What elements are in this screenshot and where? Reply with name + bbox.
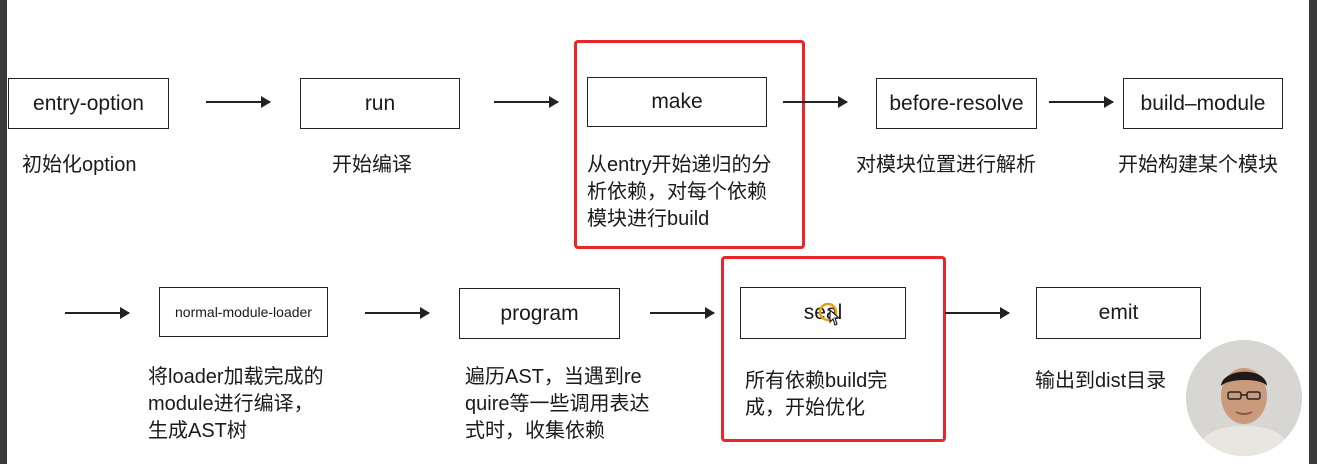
presenter-avatar (1186, 340, 1302, 456)
node-label: normal-module-loader (175, 304, 312, 320)
node-emit: emit (1036, 287, 1201, 339)
node-desc-normal-module-loader: 将loader加载完成的module进行编译，生成AST树 (148, 366, 324, 442)
node-desc-build-module: 开始构建某个模块 (1118, 154, 1278, 176)
node-before-resolve: before-resolve (876, 78, 1037, 129)
arrow-1 (206, 96, 271, 108)
node-label: before-resolve (889, 91, 1024, 115)
node-entry-option: entry-option (8, 78, 169, 129)
arrow-8 (945, 307, 1010, 319)
node-make: make (587, 77, 767, 127)
arrow-2 (494, 96, 559, 108)
node-run: run (300, 78, 460, 129)
window-frame-right (1309, 0, 1317, 464)
node-desc-emit: 输出到dist目录 (1035, 370, 1167, 392)
node-build-module: build–module (1123, 78, 1283, 129)
node-normal-module-loader: normal-module-loader (159, 287, 328, 337)
highlight-seal (721, 256, 946, 442)
arrow-3 (783, 96, 848, 108)
arrow-4 (1049, 96, 1114, 108)
node-desc-make: 从entry开始递归的分析依赖，对每个依赖模块进行build (587, 154, 772, 230)
arrow-7 (650, 307, 715, 319)
node-desc-entry-option: 初始化option (22, 154, 137, 176)
node-label: make (651, 90, 703, 113)
node-desc-program: 遍历AST，当遇到require等一些调用表达式时，收集依赖 (465, 366, 650, 442)
node-desc-run: 开始编译 (332, 154, 412, 176)
node-label: run (364, 91, 396, 115)
node-label: emit (1098, 301, 1139, 324)
hand-pointer-icon (818, 302, 841, 326)
arrow-5 (65, 307, 130, 319)
arrow-6 (365, 307, 430, 319)
node-label: build–module (1140, 91, 1266, 115)
node-program: program (459, 288, 620, 339)
node-desc-seal: 所有依赖build完成，开始优化 (745, 370, 888, 419)
window-frame-left (0, 0, 7, 464)
node-desc-before-resolve: 对模块位置进行解析 (856, 154, 1036, 176)
node-label: entry-option (33, 91, 144, 115)
node-label: program (500, 301, 579, 325)
highlight-make (574, 40, 805, 249)
